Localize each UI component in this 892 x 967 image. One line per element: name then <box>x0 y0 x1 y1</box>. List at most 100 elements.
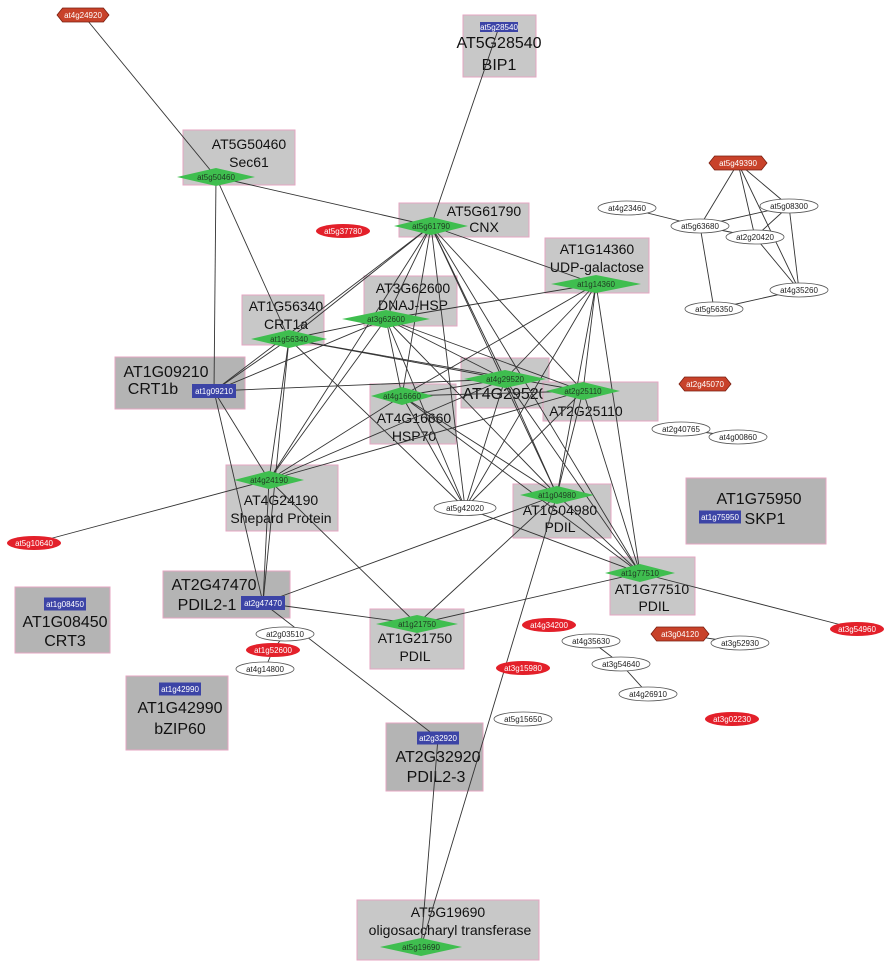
node-at4g29520: at4g29520 <box>464 370 546 388</box>
edge-at1g04980-at1g77510 <box>556 494 641 574</box>
gene-box-at4g29520: AT4G29520 <box>460 357 550 409</box>
gene-box-frame <box>162 570 291 619</box>
gene-box-name-label: SKP1 <box>745 511 786 528</box>
edge-at5g49390-at4g35260 <box>737 162 800 291</box>
edge-at2g32920-at5g19690 <box>420 737 439 948</box>
edge-at5g50460-at5g61790 <box>215 176 432 227</box>
gene-box-name-label: PDIL2-1 <box>178 597 237 614</box>
node-at5g08300: at5g08300 <box>759 198 819 214</box>
diamond-node-shape <box>251 330 327 348</box>
node-at4g14800: at4g14800 <box>235 661 295 677</box>
ellipse-node-shape <box>769 282 829 298</box>
node-label: at4g23460 <box>608 204 646 213</box>
blue-node-shape <box>699 510 741 524</box>
edge-at1g04980-at1g21750 <box>416 494 558 625</box>
node-at3g02230: at3g02230 <box>705 712 759 726</box>
gene-box-name-label: BIP1 <box>482 57 517 74</box>
edge-at1g14360-at3g62600 <box>385 283 597 320</box>
ellipse-node-shape <box>684 301 744 317</box>
node-at1g42990: at1g42990 <box>159 682 201 696</box>
edge-at3g62600-at4g24190 <box>268 318 387 481</box>
ellipse-node-shape <box>493 711 553 727</box>
edge-at3g62600-at1g04980 <box>385 318 558 496</box>
edge-at1g04980-at2g47470 <box>262 494 558 604</box>
gene-box-name-label: PDIL <box>399 648 430 664</box>
blue-node-shape <box>44 597 86 611</box>
edge-at5g61790-at1g09210 <box>213 225 432 392</box>
ellipse-node-shape <box>255 626 315 642</box>
node-label: at4g34200 <box>530 621 568 630</box>
node-at4g26910: at4g26910 <box>618 686 678 702</box>
blue-node-shape <box>192 384 236 398</box>
node-label: at3g04120 <box>661 630 699 639</box>
edge-at4g16660-at1g77510 <box>401 395 641 574</box>
edge-at1g56340-at2g47470 <box>262 338 290 604</box>
gene-box-name-label: oligosaccharyl transferase <box>369 922 532 938</box>
gene-box-id-label: AT1G09210 <box>123 364 208 381</box>
ellipse-node-shape <box>235 661 295 677</box>
edge-at3g62600-at1g09210 <box>213 318 387 392</box>
node-label: at1g75950 <box>701 513 739 522</box>
red-node-shape <box>496 661 550 675</box>
node-at4g00860: at4g00860 <box>708 429 768 445</box>
node-at2g32920: at2g32920 <box>417 731 459 745</box>
blue-node-shape <box>159 682 201 696</box>
gene-box-name-label: PDIL2-3 <box>407 769 466 786</box>
blue-node-shape <box>417 731 459 745</box>
edge-at5g61790-at3g62600 <box>385 225 432 320</box>
node-label: at3g54640 <box>602 660 640 669</box>
node-label: at4g35630 <box>572 637 610 646</box>
diamond-node-shape <box>234 471 304 489</box>
diamond-node-shape <box>177 168 255 186</box>
node-at4g24190: at4g24190 <box>234 471 304 489</box>
node-label: at3g62600 <box>367 315 405 324</box>
edge-at5g61790-at4g24190 <box>268 225 432 481</box>
node-at3g54960: at3g54960 <box>830 622 884 636</box>
node-label: at4g24920 <box>64 11 102 20</box>
edge-at5g08300-at4g35260 <box>788 205 800 291</box>
node-at3g54640: at3g54640 <box>591 656 651 672</box>
blue-node-shape <box>480 22 518 32</box>
red-node-shape <box>705 712 759 726</box>
edge-at1g77510-at3g54960 <box>639 572 858 630</box>
ellipse-node-shape <box>725 229 785 245</box>
node-label: at5g49390 <box>719 159 757 168</box>
octagon-node-shape <box>708 155 768 171</box>
diamond-node-shape <box>394 217 468 235</box>
gene-box-id-label: AT2G25110 <box>549 403 623 419</box>
edge-at4g29520-at1g77510 <box>504 378 641 574</box>
edge-at1g09210-at2g47470 <box>213 390 264 604</box>
node-at2g45070: at2g45070 <box>678 376 732 392</box>
node-label: at1g21750 <box>398 620 436 629</box>
node-label: at2g20420 <box>736 233 774 242</box>
ellipse-node-shape <box>759 198 819 214</box>
node-label: at5g50460 <box>197 173 235 182</box>
edge-at1g56340-at2g25110 <box>288 338 584 392</box>
node-label: at3g54960 <box>838 625 876 634</box>
node-at2g47470: at2g47470 <box>241 596 285 610</box>
edge-at5g49390-at2g20420 <box>737 162 756 238</box>
node-label: at3g15980 <box>504 664 542 673</box>
node-label: at1g08450 <box>46 600 84 609</box>
edge-at4g16660-at5g42020 <box>401 395 466 509</box>
gene-box-frame <box>114 356 246 410</box>
node-at5g49390: at5g49390 <box>708 155 768 171</box>
node-at4g34200: at4g34200 <box>522 618 576 632</box>
edge-at2g47470-at1g21750 <box>262 602 418 625</box>
node-at1g75950: at1g75950 <box>699 510 741 524</box>
node-at1g04980: at1g04980 <box>520 486 594 504</box>
octagon-node-shape <box>678 376 732 392</box>
red-node-shape <box>7 536 61 550</box>
gene-box-id-label: AT1G08450 <box>22 614 107 631</box>
edge-at3g62600-at4g29520 <box>385 318 506 380</box>
gene-box-name-label: Sec61 <box>229 154 269 170</box>
ellipse-node-shape <box>670 218 730 234</box>
node-at1g09210: at1g09210 <box>192 384 236 398</box>
node-label: at2g47470 <box>244 599 282 608</box>
gene-box-layer: AT5G28540BIP1AT5G50460Sec61AT5G61790CNXA… <box>14 14 827 961</box>
edge-at4g16660-at1g04980 <box>401 395 558 496</box>
